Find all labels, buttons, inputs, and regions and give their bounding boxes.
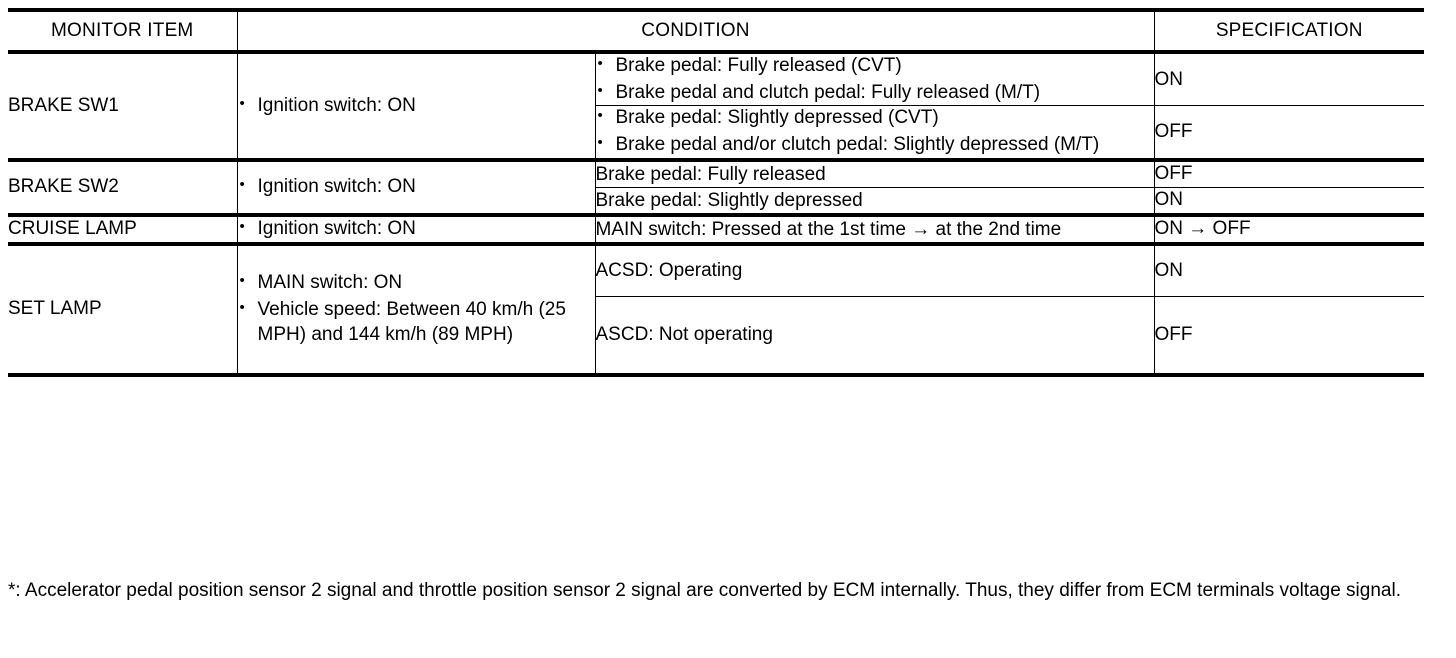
condition-bullet-list: Ignition switch: ON (238, 93, 595, 119)
condition-text: Brake pedal: Fully released (595, 163, 826, 185)
table-row: Brake pedal: Slightly depressed (CVT) Br… (8, 105, 1424, 160)
table-row: SET LAMP MAIN switch: ON Vehicle speed: … (8, 243, 1424, 375)
cell-specification: OFF (1153, 105, 1424, 160)
table-header-row: MONITOR ITEM CONDITION SPECIFICATION (8, 10, 1424, 52)
cell-condition-left: Ignition switch: ON (236, 52, 595, 160)
cell-monitor-item: BRAKE SW2 (8, 176, 119, 198)
condition-text: MAIN switch: Pressed at the 1st time → a… (595, 218, 1062, 240)
condition-bullet-item: Brake pedal and/or clutch pedal: Slightl… (596, 132, 1154, 158)
condition-bullet-list: Brake pedal: Slightly depressed (CVT) Br… (596, 105, 1154, 158)
cell-monitor-item: BRAKE SW1 (8, 94, 119, 116)
column-header-monitor-item: MONITOR ITEM (51, 19, 194, 41)
footnote-text: *: Accelerator pedal position sensor 2 s… (8, 580, 1401, 601)
column-header-specification: SPECIFICATION (1153, 10, 1424, 52)
cell-condition-right: ACSD: Operating (594, 243, 1154, 297)
cell-monitor-item: SET LAMP (8, 298, 102, 320)
table-row: Brake pedal: Slightly depressed ON (8, 187, 1424, 215)
condition-bullet-list: Ignition switch: ON (238, 174, 595, 200)
cell-condition-right: Brake pedal: Slightly depressed (594, 187, 1154, 215)
cell-specification: ON → OFF (1153, 214, 1424, 244)
condition-bullet-item: Vehicle speed: Between 40 km/h (25 MPH) … (238, 297, 595, 347)
column-header-condition: CONDITION (236, 10, 1154, 52)
condition-bullet-list: Brake pedal: Fully released (CVT) Brake … (596, 53, 1154, 106)
condition-bullet-item: Ignition switch: ON (238, 93, 595, 119)
table-row: BRAKE SW1 Ignition switch: ON Brake peda… (8, 52, 1424, 160)
condition-text: Brake pedal: Slightly depressed (595, 189, 863, 211)
cell-condition-left: Ignition switch: ON (236, 159, 595, 215)
cell-condition-right: Brake pedal: Fully released (594, 159, 1154, 188)
cell-specification: ON (1153, 243, 1424, 297)
condition-bullet-list: Ignition switch: ON (238, 216, 595, 242)
condition-bullet-list: MAIN switch: ON Vehicle speed: Between 4… (238, 270, 595, 347)
condition-text: ASCD: Not operating (595, 324, 773, 346)
monitor-item-specification-table: MONITOR ITEM CONDITION SPECIFICATION BRA… (8, 8, 1424, 377)
cell-monitor-item: CRUISE LAMP (8, 218, 137, 240)
table-row: CRUISE LAMP Ignition switch: ON MAIN swi… (8, 214, 1424, 244)
condition-bullet-item: Ignition switch: ON (238, 216, 595, 242)
table-row: BRAKE SW2 Ignition switch: ON Brake peda… (8, 159, 1424, 215)
table-footnote: *: Accelerator pedal position sensor 2 s… (8, 578, 1440, 605)
cell-specification: OFF (1153, 159, 1424, 188)
condition-bullet-item: Brake pedal and clutch pedal: Fully rele… (596, 80, 1154, 106)
cell-condition-right: Brake pedal: Slightly depressed (CVT) Br… (594, 105, 1154, 160)
cell-condition-left: MAIN switch: ON Vehicle speed: Between 4… (236, 243, 595, 375)
table-row: ASCD: Not operating OFF (8, 296, 1424, 375)
cell-condition-right: ASCD: Not operating (594, 296, 1154, 375)
condition-text: ACSD: Operating (595, 260, 743, 282)
condition-bullet-item: Brake pedal: Fully released (CVT) (596, 53, 1154, 79)
condition-bullet-item: MAIN switch: ON (238, 270, 595, 296)
cell-condition-right: Brake pedal: Fully released (CVT) Brake … (594, 52, 1154, 107)
cell-specification: OFF (1153, 296, 1424, 375)
cell-condition-right: MAIN switch: Pressed at the 1st time → a… (594, 214, 1154, 244)
condition-bullet-item: Ignition switch: ON (238, 174, 595, 200)
cell-condition-left: Ignition switch: ON (236, 214, 595, 244)
condition-bullet-item: Brake pedal: Slightly depressed (CVT) (596, 105, 1154, 131)
cell-specification: ON (1153, 187, 1424, 215)
cell-specification: ON (1153, 52, 1424, 107)
spec-table-container: MONITOR ITEM CONDITION SPECIFICATION BRA… (8, 8, 1424, 377)
